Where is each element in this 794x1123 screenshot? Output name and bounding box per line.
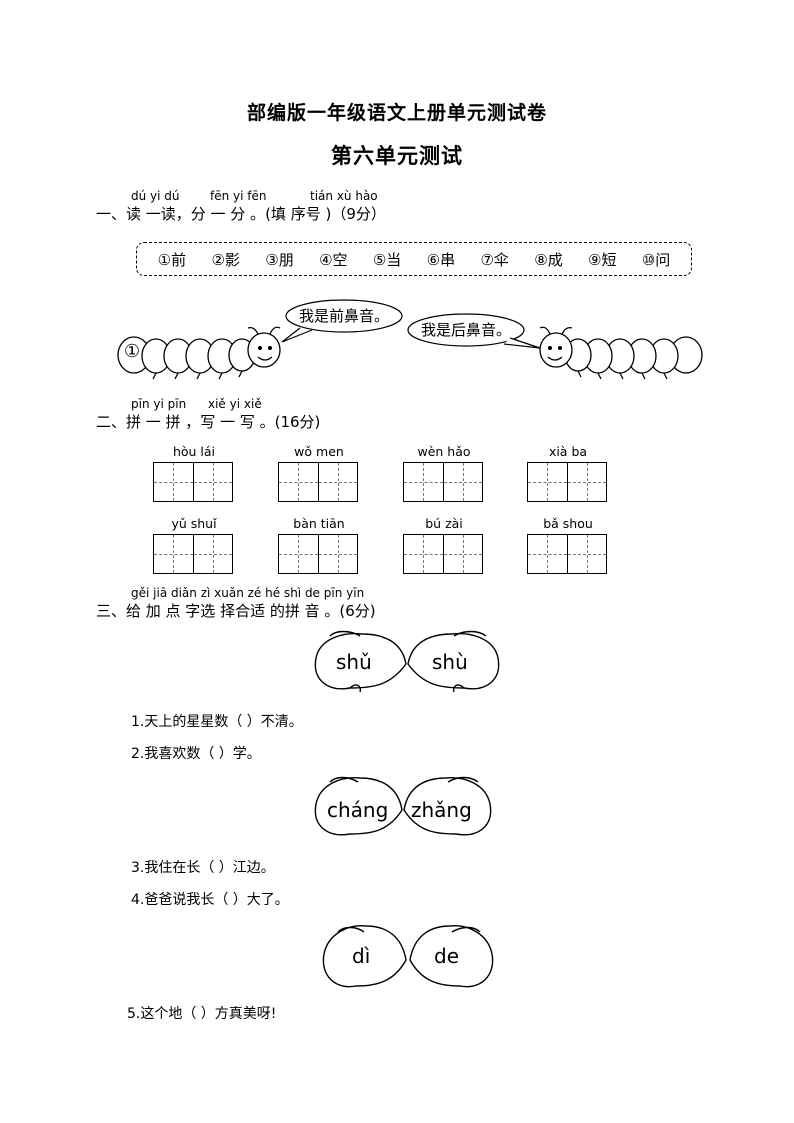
writing-box-1: hòu lái bbox=[153, 444, 235, 502]
char-option: ①前 bbox=[157, 250, 187, 269]
writing-box-6: bàn tiān bbox=[278, 516, 360, 574]
writing-box-3: wèn hǎo bbox=[403, 444, 485, 502]
char-option: ②影 bbox=[211, 250, 240, 269]
writing-grid[interactable] bbox=[278, 534, 358, 574]
pinyin-option: zhǎng bbox=[411, 798, 472, 822]
pinyin-option: de bbox=[434, 944, 459, 968]
pinyin-option: dì bbox=[352, 944, 371, 968]
pinyin-word: bàn tiān bbox=[293, 516, 345, 531]
leaf-pair-1-illustration bbox=[314, 630, 500, 693]
caterpillar-left-illustration bbox=[117, 326, 281, 380]
char-option: ⑥串 bbox=[426, 250, 456, 269]
char-option: ④空 bbox=[319, 250, 348, 269]
section2-pinyin-b: xiě yi xiě bbox=[208, 397, 262, 411]
bubble-left-shape bbox=[281, 299, 403, 343]
bubble-right-text: 我是后鼻音。 bbox=[421, 321, 512, 339]
leaf-pair-2-illustration bbox=[314, 776, 492, 836]
section2-heading: 二、拼 一 拼 ，写 一 写 。(16分) bbox=[96, 413, 321, 431]
writing-box-5: yǔ shuǐ bbox=[153, 516, 235, 574]
bubble-right-shape bbox=[407, 313, 541, 349]
pinyin-word: bú zài bbox=[425, 516, 463, 531]
section3-heading: 三、给 加 点 字选 择合适 的拼 音 。(6分) bbox=[96, 602, 376, 620]
writing-grid[interactable] bbox=[527, 462, 607, 502]
question-3: 3.我住在长（ ）江边。 bbox=[131, 860, 275, 876]
question-2: 2.我喜欢数（ ）学。 bbox=[131, 746, 261, 762]
section3-pinyin: gěi jiā diǎn zì xuǎn zé hé shì de pīn yī… bbox=[131, 586, 365, 600]
char-option: ⑨短 bbox=[588, 250, 617, 269]
section1-pinyin-c: tián xù hào bbox=[310, 189, 378, 203]
unit-title: 第六单元测试 bbox=[331, 143, 463, 168]
section1-pinyin-a: dú yi dú bbox=[131, 189, 180, 203]
writing-grid[interactable] bbox=[278, 462, 358, 502]
pinyin-word: xià ba bbox=[548, 444, 588, 459]
pinyin-word: wǒ men bbox=[294, 444, 344, 459]
section2-pinyin-a: pīn yi pīn bbox=[131, 397, 187, 411]
bubble-left-text: 我是前鼻音。 bbox=[299, 307, 390, 325]
writing-box-7: bú zài bbox=[403, 516, 485, 574]
section1-heading: 一、读 一读，分 一 分 。(填 序号 )（9分） bbox=[96, 205, 386, 223]
writing-grid[interactable] bbox=[403, 462, 483, 502]
char-option: ⑧成 bbox=[534, 250, 563, 269]
question-4: 4.爸爸说我长（ ）大了。 bbox=[131, 892, 289, 908]
writing-box-8: bǎ shou bbox=[527, 516, 609, 574]
pinyin-option: shǔ bbox=[336, 650, 372, 674]
writing-box-4: xià ba bbox=[527, 444, 609, 502]
char-option: ⑦伞 bbox=[480, 250, 509, 269]
char-option: ⑩问 bbox=[641, 250, 671, 269]
pinyin-word: hòu lái bbox=[172, 444, 216, 459]
writing-box-2: wǒ men bbox=[278, 444, 360, 502]
pinyin-word: bǎ shou bbox=[543, 516, 593, 531]
caterpillar-label: ① bbox=[124, 341, 141, 362]
pinyin-word: yǔ shuǐ bbox=[171, 516, 217, 531]
writing-grid[interactable] bbox=[153, 462, 233, 502]
section1-pinyin-b: fēn yi fēn bbox=[210, 189, 267, 203]
char-options-box: ①前 ②影 ③朋 ④空 ⑤当 ⑥串 ⑦伞 ⑧成 ⑨短 ⑩问 bbox=[136, 242, 692, 276]
pinyin-option: shù bbox=[432, 650, 468, 674]
exam-title: 部编版一年级语文上册单元测试卷 bbox=[246, 102, 547, 124]
leaf-pair-3-illustration bbox=[322, 925, 494, 988]
question-1: 1.天上的星星数（ ）不清。 bbox=[131, 714, 303, 730]
writing-grid[interactable] bbox=[153, 534, 233, 574]
pinyin-word: wèn hǎo bbox=[417, 444, 471, 459]
writing-grid[interactable] bbox=[527, 534, 607, 574]
writing-grid[interactable] bbox=[403, 534, 483, 574]
char-option: ⑤当 bbox=[372, 250, 402, 269]
question-5: 5.这个地（ ）方真美呀! bbox=[127, 1006, 277, 1022]
char-option: ③朋 bbox=[265, 250, 294, 269]
pinyin-option: cháng bbox=[327, 798, 389, 822]
caterpillar-right-illustration bbox=[539, 326, 703, 380]
